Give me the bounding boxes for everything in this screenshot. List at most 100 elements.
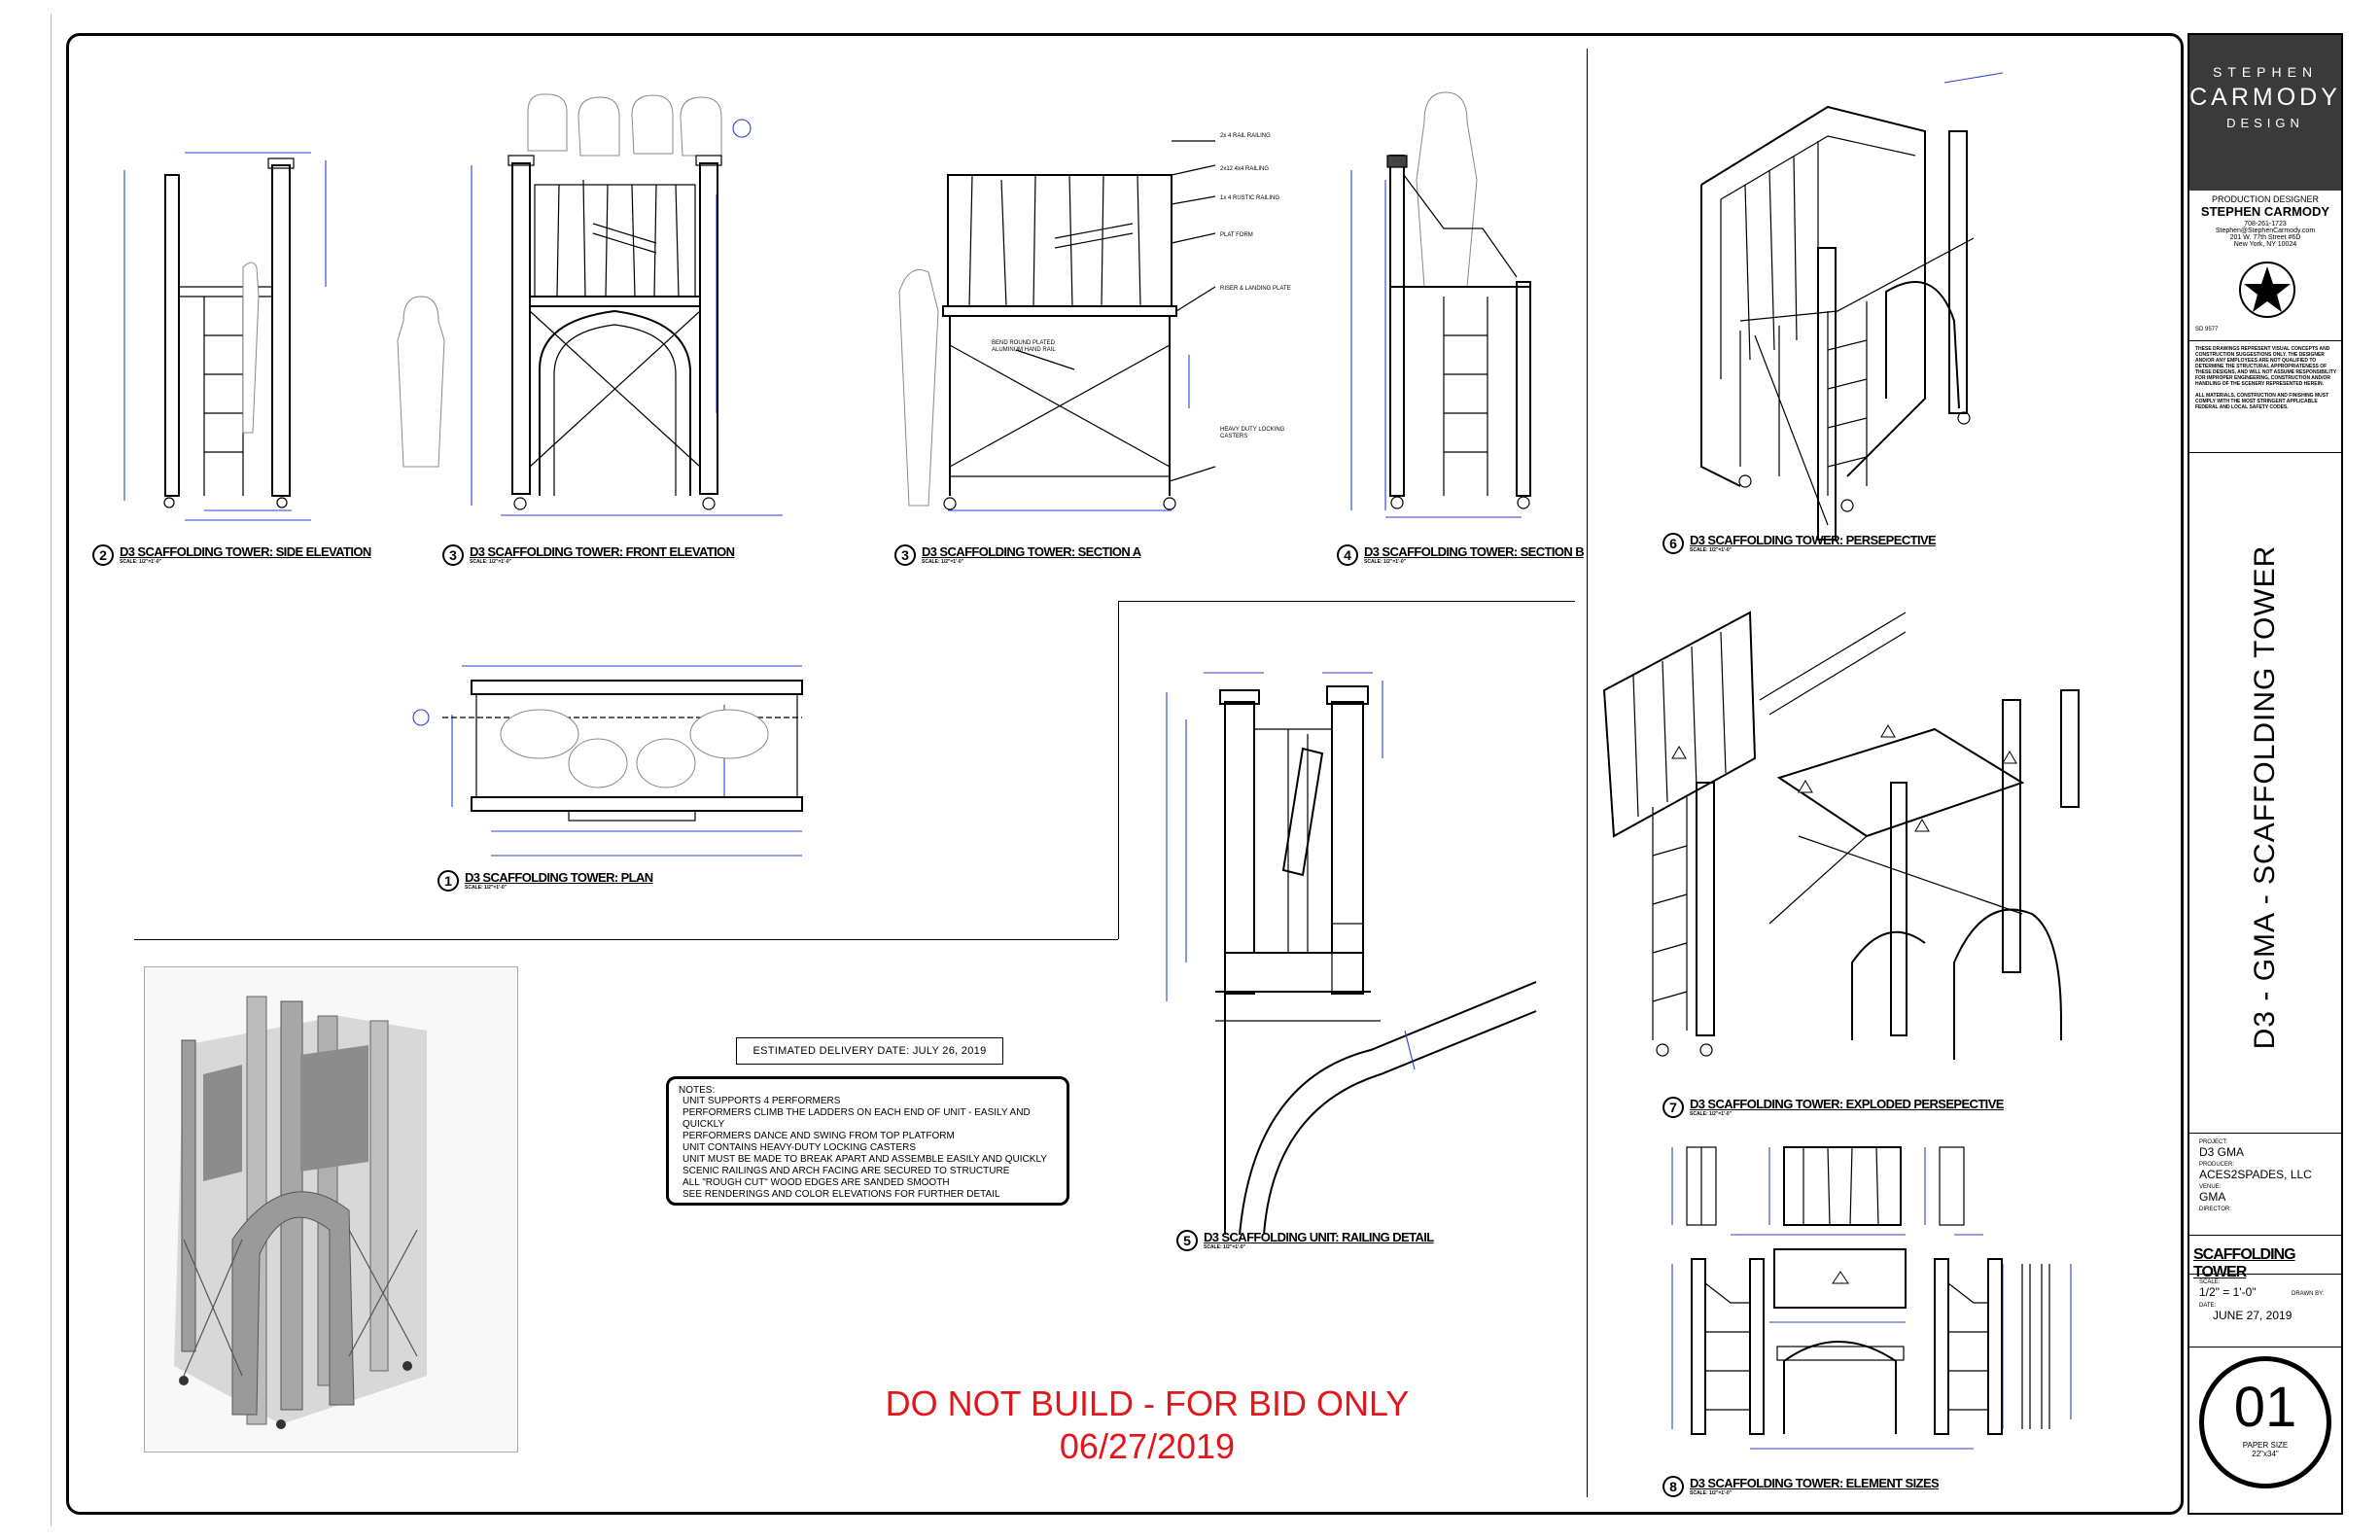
perspective-drawing [1700,72,2004,541]
divider-top-row [1118,601,1575,602]
venue-value: GMA [2199,1190,2226,1204]
note-item: UNIT CONTAINS HEAVY-DUTY LOCKING CASTERS [682,1142,917,1153]
view-number: 7 [1662,1097,1684,1118]
view-title: D3 SCAFFOLDING TOWER: PLAN [465,870,653,885]
title-block [2188,33,2343,1515]
bid-warning-date: 06/27/2019 [1059,1426,1236,1466]
view-title: D3 SCAFFOLDING UNIT: RAILING DETAIL [1204,1230,1434,1244]
brand-line1: STEPHEN [2212,64,2319,80]
sheet-number-circle: 01 PAPER SIZE 22"x34" [2199,1356,2331,1488]
callout: HEAVY DUTY LOCKING CASTERS [1220,427,1285,439]
callout: 2x12 4x4 RAILING [1220,166,1270,172]
sheet-title: D3 - GMA - SCAFFOLDING TOWER [2249,544,2281,1050]
side-elevation-drawing [123,152,327,521]
view-number: 3 [442,544,464,566]
drawing-title: SCAFFOLDING TOWER [2193,1246,2296,1280]
title-block-divider [2189,1235,2341,1236]
callout: 2x 4 RAIL RAILING [1220,133,1271,139]
section-a-drawing [898,140,1216,511]
note-item: SEE RENDERINGS AND COLOR ELEVATIONS FOR … [682,1189,1000,1200]
title-block-divider [2189,1133,2341,1134]
rendering-image-frame [144,966,518,1452]
disclaimer-1: THESE DRAWINGS REPRESENT VISUAL CONCEPTS… [2195,346,2337,387]
note-item: PERFORMERS CLIMB THE LADDERS ON EACH END… [682,1107,1031,1130]
scale-block: SCALE: 1/2" = 1'-0" DRAWN BY: DATE: JUNE… [2199,1279,2335,1322]
view-title-railing-detail: 5 D3 SCAFFOLDING UNIT: RAILING DETAIL SC… [1176,1230,1434,1251]
brand-line3: DESIGN [2226,116,2304,130]
paper-size: 22"x34" [2252,1450,2279,1458]
railing-detail-drawing [1166,672,1537,1236]
drawing-border [66,33,2184,1515]
view-title: D3 SCAFFOLDING TOWER: PERSEPECTIVE [1690,533,1937,547]
element-sizes-drawing [1671,1146,2072,1450]
view-scale: SCALE: 1/2"=1'-0" [1204,1244,1246,1250]
bid-warning-line1: DO NOT BUILD - FOR BID ONLY [885,1383,1410,1423]
note-item: SCENIC RAILINGS AND ARCH FACING ARE SECU… [682,1166,1010,1176]
view-title: D3 SCAFFOLDING TOWER: SECTION A [922,544,1141,559]
sheet-number: 01 [2233,1376,2297,1439]
production-address1: 201 W. 77th Street #6D [2229,234,2301,241]
view-title: D3 SCAFFOLDING TOWER: SECTION B [1364,544,1585,559]
divider-vertical-right [1587,49,1588,1497]
callout: RISER & LANDING PLATE [1220,286,1291,292]
date-label: DATE: [2199,1303,2217,1309]
production-email: Stephen@StephenCarmody.com [2215,228,2316,234]
view-title-front-elevation: 3 D3 SCAFFOLDING TOWER: FRONT ELEVATION … [442,544,735,566]
rendering-image [145,967,517,1452]
view-number: 4 [1337,544,1358,566]
view-title-side-elevation: 2 D3 SCAFFOLDING TOWER: SIDE ELEVATION S… [92,544,371,566]
view-title-exploded-perspective: 7 D3 SCAFFOLDING TOWER: EXPLODED PERSEPE… [1662,1097,2004,1118]
project-label: PROJECT: [2199,1139,2228,1145]
title-block-divider [2189,340,2341,341]
section-b-drawing [1350,91,1531,518]
callout: 1x 4 RUSTIC RAILING [1220,195,1280,201]
view-number: 5 [1176,1230,1198,1251]
note-item: UNIT MUST BE MADE TO BREAK APART AND ASS… [682,1154,1047,1165]
union-emblem-icon [2239,262,2295,318]
brand-line2: CARMODY [2189,84,2341,111]
paper-size-label: PAPER SIZE [2242,1441,2289,1450]
view-number: 1 [438,870,459,892]
view-number: 8 [1662,1476,1684,1497]
section-a-callouts: 2x 4 RAIL RAILING 2x12 4x4 RAILING 1x 4 … [1220,133,1298,440]
scale-value: 1/2" = 1'-0" [2199,1285,2257,1299]
brand-logo: STEPHEN CARMODY DESIGN [2189,35,2341,191]
note-item: PERFORMERS DANCE AND SWING FROM TOP PLAT… [682,1131,955,1141]
exploded-perspective-drawing [1602,611,2080,1060]
estimated-delivery-box: ESTIMATED DELIVERY DATE: JULY 26, 2019 [736,1037,1003,1065]
note-item: ALL "ROUGH CUT" WOOD EDGES ARE SANDED SM… [682,1177,950,1188]
production-name: STEPHEN CARMODY [2200,204,2330,219]
project-info: PROJECT: D3 GMA PRODUCER: ACES2SPADES, L… [2199,1139,2335,1212]
view-scale: SCALE: 1/2"=1'-0" [922,559,964,565]
view-scale: SCALE: 1/2"=1'-0" [465,885,508,891]
production-role: PRODUCTION DESIGNER [2211,194,2319,204]
view-number: 2 [92,544,114,566]
producer-value: ACES2SPADES, LLC [2199,1168,2312,1181]
left-edge-line [51,14,52,1526]
union-number: SD 9577 [2195,327,2219,332]
view-title: D3 SCAFFOLDING TOWER: EXPLODED PERSEPECT… [1690,1097,2004,1111]
director-label: DIRECTOR: [2199,1207,2231,1212]
notes-box: NOTES: UNIT SUPPORTS 4 PERFORMERS PERFOR… [666,1076,1069,1206]
view-title-section-b: 4 D3 SCAFFOLDING TOWER: SECTION B SCALE:… [1337,544,1585,566]
view-scale: SCALE: 1/2"=1'-0" [1690,547,1732,553]
view-title: D3 SCAFFOLDING TOWER: FRONT ELEVATION [470,544,735,559]
view-title: D3 SCAFFOLDING TOWER: SIDE ELEVATION [120,544,371,559]
notes-header: NOTES: [679,1085,716,1096]
view-scale: SCALE: 1/2"=1'-0" [1690,1490,1732,1496]
view-title-perspective: 6 D3 SCAFFOLDING TOWER: PERSEPECTIVE SCA… [1662,533,1937,554]
title-block-divider [2189,1347,2341,1348]
bid-warning: DO NOT BUILD - FOR BID ONLY 06/27/2019 [846,1382,1449,1468]
disclaimer-block: THESE DRAWINGS REPRESENT VISUAL CONCEPTS… [2195,346,2337,410]
view-scale: SCALE: 1/2"=1'-0" [1364,559,1407,565]
divider-plan-right [1118,601,1119,939]
view-number: 6 [1662,533,1684,554]
view-title-plan: 1 D3 SCAFFOLDING TOWER: PLAN SCALE: 1/2"… [438,870,653,892]
plan-drawing [412,665,803,857]
callout: PLAT FORM [1220,232,1253,238]
notes-list: UNIT SUPPORTS 4 PERFORMERS PERFORMERS CL… [682,1096,1067,1201]
view-scale: SCALE: 1/2"=1'-0" [470,559,512,565]
venue-label: VENUE: [2199,1184,2222,1190]
production-designer-block: PRODUCTION DESIGNER STEPHEN CARMODY 708-… [2193,194,2337,248]
date-value: JUNE 27, 2019 [2213,1309,2292,1322]
